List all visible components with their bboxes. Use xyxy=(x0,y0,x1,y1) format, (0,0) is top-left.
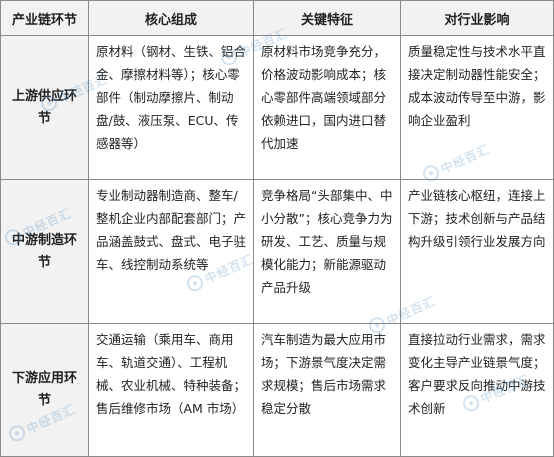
impact-cell: 质量稳定性与技术水平直接决定制动器性能安全；成本波动传导至中游，影响企业盈利 xyxy=(400,35,554,180)
table-header-row: 产业链环节 核心组成 关键特征 对行业影响 xyxy=(0,0,554,36)
composition-cell: 原材料（钢材、生铁、铝合金、摩擦材料等）；核心零部件（制动摩擦片、制动盘/鼓、液… xyxy=(88,35,254,180)
header-impact: 对行业影响 xyxy=(400,0,554,36)
header-composition: 核心组成 xyxy=(88,0,254,36)
composition-cell: 专业制动器制造商、整车/整机企业内部配套部门；产品涵盖鼓式、盘式、电子驻车、线控… xyxy=(88,179,254,324)
header-stage: 产业链环节 xyxy=(0,0,89,36)
features-cell: 竞争格局“头部集中、中小分散”；核心竞争力为研发、工艺、质量与规模化能力；新能源… xyxy=(253,179,401,324)
table-row-downstream: 下游应用环节 交通运输（乘用车、商用车、轨道交通）、工程机械、农业机械、特种装备… xyxy=(0,323,554,457)
table-row-upstream: 上游供应环节 原材料（钢材、生铁、铝合金、摩擦材料等）；核心零部件（制动摩擦片、… xyxy=(0,35,554,180)
table-row-midstream: 中游制造环节 专业制动器制造商、整车/整机企业内部配套部门；产品涵盖鼓式、盘式、… xyxy=(0,179,554,324)
impact-cell: 产业链核心枢纽，连接上下游；技术创新与产品结构升级引领行业发展方向 xyxy=(400,179,554,324)
stage-cell: 上游供应环节 xyxy=(0,35,89,180)
features-cell: 原材料市场竞争充分，价格波动影响成本；核心零部件高端领域部分依赖进口，国内进口替… xyxy=(253,35,401,180)
features-cell: 汽车制造为最大应用市场；下游景气度决定需求规模；售后市场需求稳定分散 xyxy=(253,323,401,457)
composition-cell: 交通运输（乘用车、商用车、轨道交通）、工程机械、农业机械、特种装备；售后维修市场… xyxy=(88,323,254,457)
stage-cell: 下游应用环节 xyxy=(0,323,89,457)
stage-cell: 中游制造环节 xyxy=(0,179,89,324)
impact-cell: 直接拉动行业需求，需求变化主导产业链景气度；客户要求反向推动中游技术创新 xyxy=(400,323,554,457)
header-features: 关键特征 xyxy=(253,0,401,36)
